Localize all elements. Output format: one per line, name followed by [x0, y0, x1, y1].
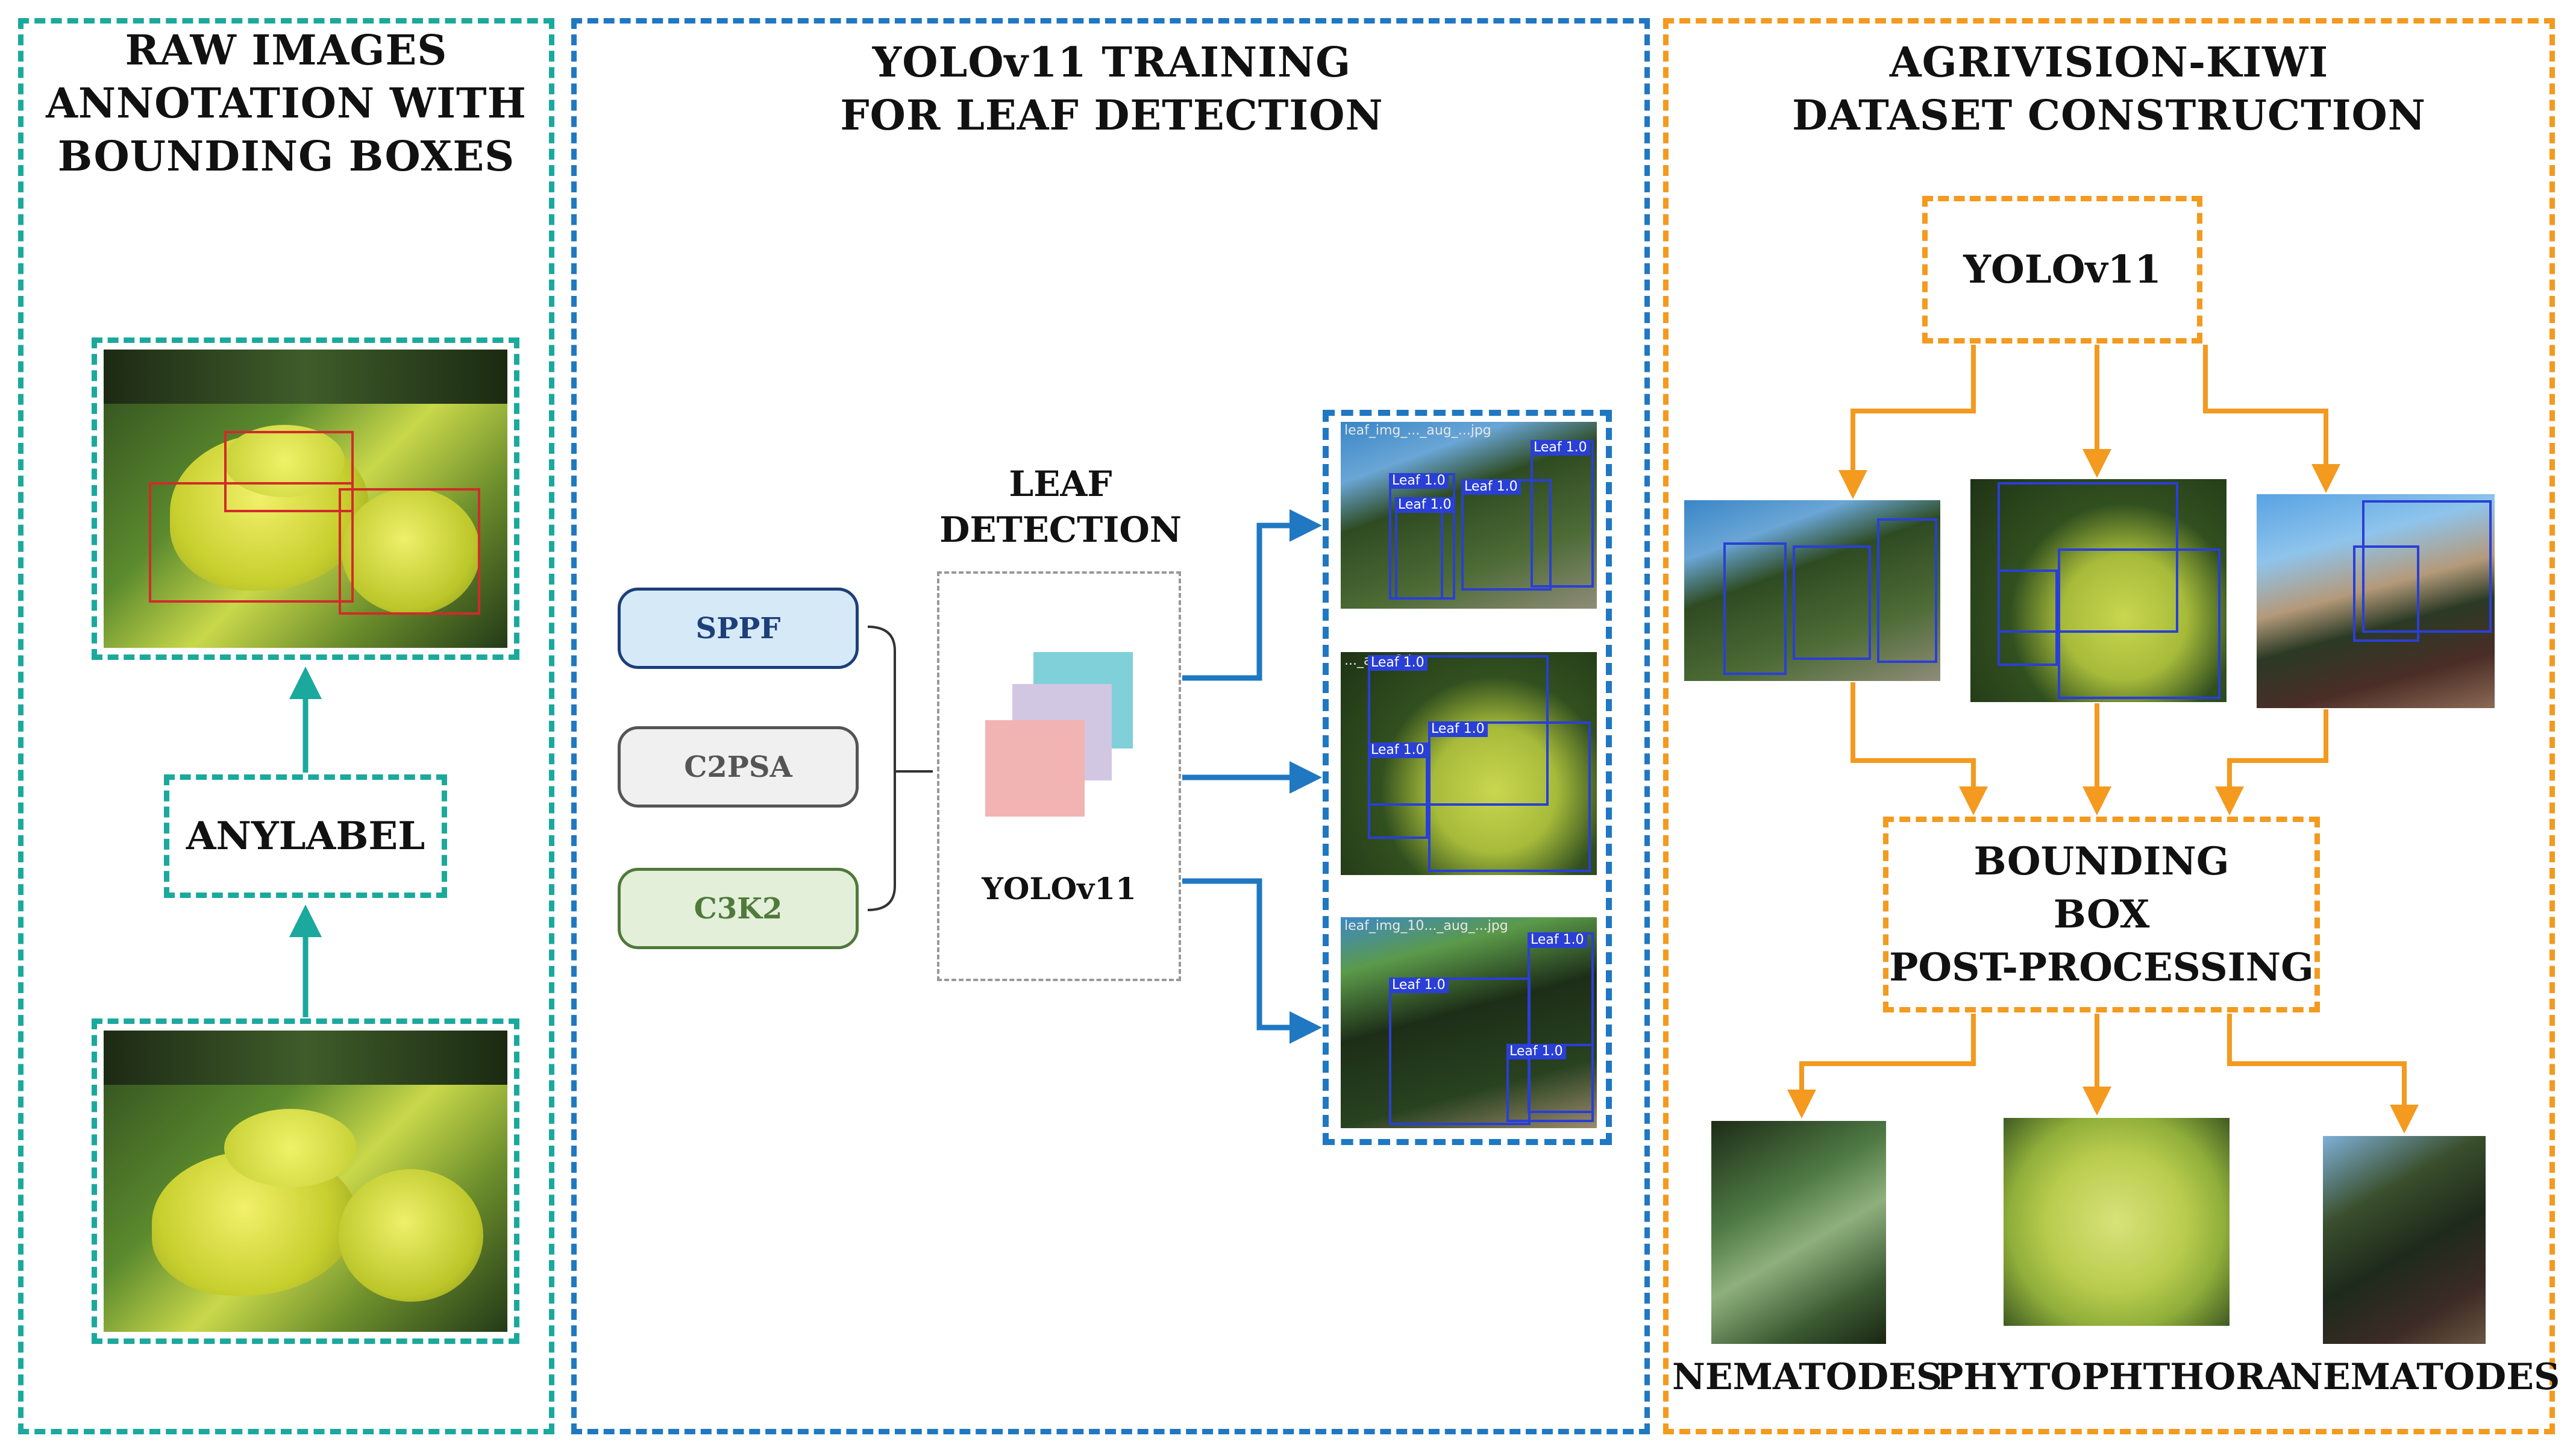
raw-image-frame	[92, 1018, 519, 1344]
training-panel	[571, 18, 1650, 1434]
anylabel-tool-box: ANYLABEL	[164, 774, 447, 898]
inference-image-2	[1970, 479, 2227, 702]
crop-label-nematodes-1: NEMATODES	[1672, 1356, 1943, 1398]
leaf-shape	[224, 425, 345, 497]
detection-label: Leaf 1.0	[1461, 479, 1521, 495]
annotated-image-frame	[92, 337, 519, 660]
crop-image-nematodes-1	[1711, 1121, 1886, 1344]
inference-image-3	[2257, 494, 2495, 708]
detection-output-image-1: leaf_img_..._aug_...jpg Leaf 1.0 Leaf 1.…	[1341, 422, 1597, 609]
arrow-to-inference-3	[2203, 345, 2340, 493]
postprocessing-line-2: BOX	[2053, 891, 2150, 937]
crop-image-nematodes-2	[2323, 1136, 2486, 1344]
annotation-panel	[18, 18, 554, 1434]
annotation-title-line-2: ANNOTATION WITH	[46, 80, 527, 128]
sppf-module: SPPF	[618, 588, 859, 669]
feature-map-layer	[985, 720, 1085, 817]
dataset-panel-title: AGRIVISION-KIWI DATASET CONSTRUCTION	[1669, 36, 2549, 142]
arrow-to-crop-1	[1787, 1014, 1976, 1119]
detection-label: Leaf 1.0	[1528, 932, 1587, 948]
annotation-title-line-1: RAW IMAGES	[125, 27, 448, 75]
training-title-line-1: YOLOv11 TRAINING	[872, 39, 1352, 87]
postprocessing-line-3: POST-PROCESSING	[1889, 944, 2314, 990]
yolo-model-box	[937, 571, 1181, 981]
annotation-title-line-3: BOUNDING BOXES	[57, 133, 515, 181]
leaf-shape	[339, 1169, 483, 1302]
detection-bbox	[1428, 721, 1591, 872]
sppf-label: SPPF	[695, 611, 781, 645]
anylabel-label: ANYLABEL	[186, 814, 425, 859]
crop-image-phytophthora	[2004, 1118, 2230, 1326]
detection-bbox	[1998, 570, 2058, 666]
foliage-background	[104, 350, 507, 404]
detection-label: Leaf 1.0	[1506, 1044, 1566, 1059]
training-panel-title: YOLOv11 TRAINING FOR LEAF DETECTION	[578, 36, 1645, 142]
yolo-model-label: YOLOv11	[982, 871, 1136, 906]
training-title-line-2: FOR LEAF DETECTION	[840, 92, 1384, 140]
arrow-to-output-1	[1182, 509, 1322, 681]
yolo-inference-box: YOLOv11	[1922, 196, 2202, 344]
blue-arrows	[1182, 509, 1322, 1044]
detection-bbox	[1368, 655, 1549, 806]
dataset-panel	[1663, 18, 2555, 1434]
module-bracket	[867, 626, 896, 911]
detection-label: Leaf 1.0	[1368, 655, 1427, 671]
bbox-postprocessing-label: BOUNDING BOX POST-PROCESSING	[1889, 835, 2314, 994]
detection-label: Leaf 1.0	[1389, 473, 1449, 489]
detection-output-image-2: ..._aug_3.jpg Leaf 1.0 Leaf 1.0 Leaf 1.0	[1341, 652, 1597, 875]
arrow-to-crop-3	[2227, 1014, 2419, 1134]
detection-bbox	[1877, 518, 1937, 663]
annotation-bbox	[339, 488, 480, 615]
annotated-leaf-image	[104, 350, 507, 648]
detection-bbox	[1793, 545, 1871, 660]
output-filename: leaf_img_10..._aug_...jpg	[1344, 918, 1508, 934]
detection-output-image-3: leaf_img_10..._aug_...jpg Leaf 1.0 Leaf …	[1341, 917, 1597, 1128]
detection-label: Leaf 1.0	[1531, 440, 1590, 456]
leaf-detection-line-1: LEAF	[1009, 463, 1112, 504]
leaf-detection-line-2: DETECTION	[939, 509, 1182, 550]
annotation-panel-title: RAW IMAGES ANNOTATION WITH BOUNDING BOXE…	[24, 24, 548, 183]
detection-bbox	[2058, 548, 2220, 699]
inference-image-1	[1684, 500, 1940, 681]
arrow-to-postprocess-3	[2215, 709, 2328, 815]
detection-label: Leaf 1.0	[1428, 721, 1488, 737]
annotation-bbox	[224, 431, 354, 512]
annotation-bbox	[149, 482, 354, 603]
leaf-shape	[224, 1109, 357, 1187]
detection-bbox	[1998, 482, 2178, 633]
foliage-background	[104, 1031, 507, 1085]
c3k2-module: C3K2	[618, 868, 859, 949]
detection-label: Leaf 1.0	[1368, 742, 1427, 758]
orange-arrows	[1787, 345, 2419, 1134]
detection-bbox	[2353, 545, 2419, 642]
crop-label-nematodes-2: NEMATODES	[2290, 1356, 2560, 1398]
raw-leaf-image	[104, 1031, 507, 1332]
leaf-detection-label: LEAF DETECTION	[916, 461, 1205, 553]
arrow-to-postprocess-1	[1851, 682, 1988, 815]
output-filename: leaf_img_..._aug_...jpg	[1344, 423, 1491, 438]
detection-label: Leaf 1.0	[1395, 497, 1455, 513]
crop-label-phytophthora: PHYTOPHTHORA	[1936, 1356, 2294, 1398]
dataset-title-line-1: AGRIVISION-KIWI	[1889, 39, 2329, 87]
detection-bbox	[2362, 500, 2492, 633]
detection-label: Leaf 1.0	[1389, 977, 1449, 993]
detection-output-frame	[1323, 410, 1612, 1145]
arrow-to-output-3	[1182, 878, 1322, 1044]
yolo-inference-label: YOLOv11	[1963, 247, 2161, 292]
dataset-title-line-2: DATASET CONSTRUCTION	[1792, 92, 2426, 140]
c2psa-module: C2PSA	[618, 726, 859, 808]
bbox-postprocessing-box: BOUNDING BOX POST-PROCESSING	[1883, 817, 2320, 1012]
detection-bbox	[1723, 542, 1787, 675]
postprocessing-line-1: BOUNDING	[1973, 838, 2230, 884]
arrow-to-inference-1	[1838, 345, 1976, 499]
c2psa-label: C2PSA	[684, 750, 792, 784]
leaf-shape	[342, 488, 480, 615]
c3k2-label: C3K2	[694, 891, 783, 926]
